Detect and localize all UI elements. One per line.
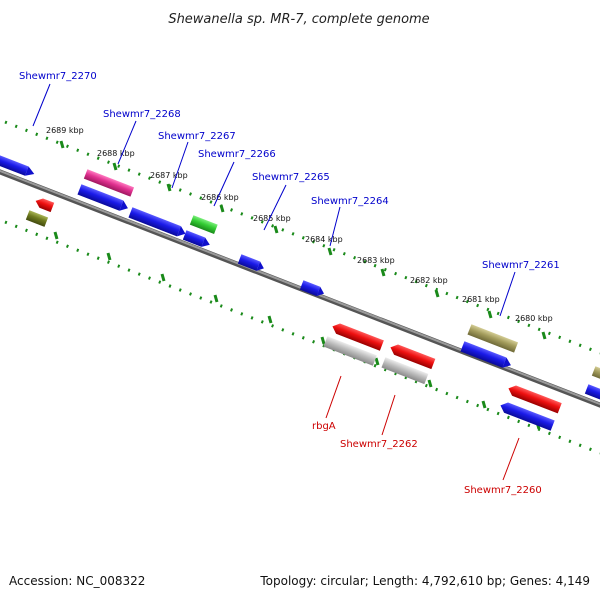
- scale-label-2688: 2688 kbp: [97, 149, 135, 158]
- feature-shewmr7-2268: [77, 184, 128, 211]
- feature-shewmr7-2260: [500, 402, 555, 431]
- scale-label-2686: 2686 kbp: [201, 193, 239, 202]
- scale-ticks: 2689 kbp 2688 kbp 2687 kbp 2686 kbp 2685…: [46, 126, 553, 430]
- feature-olive-small-left: [25, 210, 49, 227]
- label-shewmr7-2260: Shewmr7_2260: [464, 485, 542, 496]
- genome-summary-text: Topology: circular; Length: 4,792,610 bp…: [259, 574, 590, 588]
- feature-shewmr7-2266: [189, 215, 218, 234]
- feature-shewmr7-2267: [128, 207, 186, 237]
- label-shewmr7-2265: Shewmr7_2265: [252, 172, 330, 183]
- feature-blue-2261: [460, 341, 511, 368]
- genome-backbone: [0, 169, 600, 408]
- forward-gene-labels: Shewmr7_2270 Shewmr7_2268 Shewmr7_2267 S…: [19, 71, 560, 271]
- feature-shewmr7-2262: [390, 344, 436, 370]
- scale-label-2680: 2680 kbp: [515, 314, 553, 323]
- label-shewmr7-2267: Shewmr7_2267: [158, 131, 236, 142]
- scale-label-2689: 2689 kbp: [46, 126, 84, 135]
- label-shewmr7-2270: Shewmr7_2270: [19, 71, 97, 82]
- feature-grey-rbga: [323, 336, 377, 366]
- label-shewmr7-2262: Shewmr7_2262: [340, 439, 418, 450]
- label-shewmr7-2261: Shewmr7_2261: [482, 260, 560, 271]
- feature-right-edge-blue: [584, 384, 600, 401]
- scale-label-2683: 2683 kbp: [357, 256, 395, 265]
- scale-label-2687: 2687 kbp: [150, 171, 188, 180]
- gene-features: [0, 151, 600, 431]
- feature-shewmr7-2261: [467, 324, 519, 353]
- scale-label-2681: 2681 kbp: [462, 295, 500, 304]
- feature-small-blue: [299, 280, 325, 297]
- label-rbga: rbgA: [312, 421, 336, 432]
- forward-label-leaders: [32, 83, 516, 317]
- feature-red-2260: [508, 385, 562, 414]
- feature-red-small-left: [35, 198, 55, 213]
- feature-forward-left-edge: [0, 151, 35, 176]
- accession-text: Accession: NC_008322: [9, 574, 145, 588]
- scale-label-2685: 2685 kbp: [253, 214, 291, 223]
- reverse-gene-labels: rbgA Shewmr7_2262 Shewmr7_2260: [312, 421, 542, 496]
- reverse-label-leaders: [325, 375, 520, 481]
- feature-shewmr7-2264: [237, 254, 264, 271]
- scale-label-2684: 2684 kbp: [305, 235, 343, 244]
- feature-trna-2268: [83, 169, 135, 197]
- label-shewmr7-2266: Shewmr7_2266: [198, 149, 276, 160]
- map-title: Shewanella sp. MR-7, complete genome: [168, 12, 429, 27]
- feature-shewmr7-2265: [182, 230, 210, 247]
- feature-grey-2262: [381, 357, 429, 385]
- feature-right-edge-olive: [591, 366, 600, 383]
- scale-label-2682: 2682 kbp: [410, 276, 448, 285]
- label-shewmr7-2268: Shewmr7_2268: [103, 109, 181, 120]
- inner-scale-ruler: [4, 220, 600, 455]
- feature-rbga: [332, 323, 384, 351]
- label-shewmr7-2264: Shewmr7_2264: [311, 196, 389, 207]
- outer-scale-ruler: [4, 120, 600, 355]
